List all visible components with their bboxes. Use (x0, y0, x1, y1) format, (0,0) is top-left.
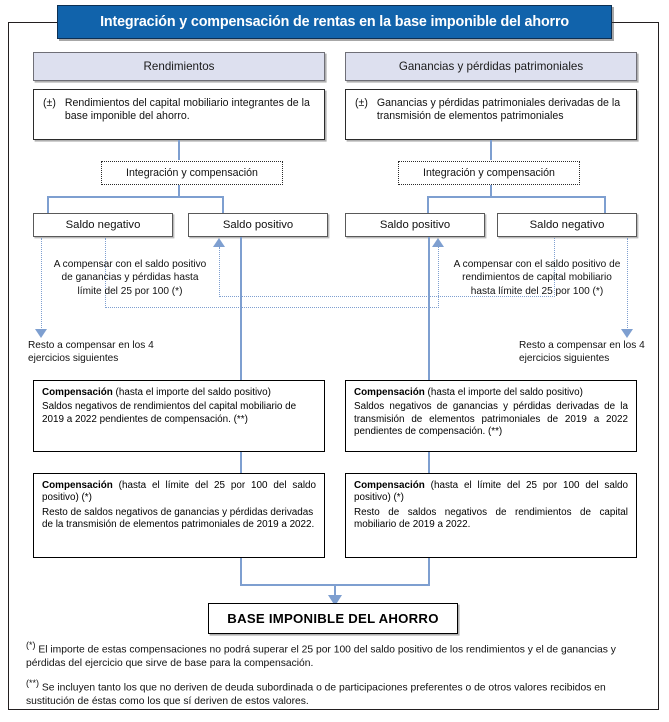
left-comp1-bold: Compensación (42, 387, 113, 398)
arrow-left-positivo-in (213, 238, 225, 247)
arrow-left-neg-resto (35, 329, 47, 338)
right-compensacion-box-2: Compensación (hasta el límite del 25 por… (345, 473, 637, 558)
footnote-two-marker: (**) (26, 677, 39, 688)
right-comp1-bold: Compensación (354, 387, 425, 398)
arrow-right-neg-resto (621, 329, 633, 338)
result-box: BASE IMPONIBLE DEL AHORRO (208, 603, 458, 634)
left-saldo-negativo: Saldo negativo (33, 213, 173, 237)
left-process-box: Integración y compensación (101, 161, 283, 185)
connector-left-split (47, 196, 223, 198)
arrow-right-positivo-in (432, 238, 444, 247)
left-saldo-positivo: Saldo positivo (188, 213, 328, 237)
connector-left-split-positivo (222, 196, 224, 213)
left-intro-text: Rendimientos del capital mobiliario inte… (64, 97, 310, 123)
footnotes: (*) El importe de estas compensaciones n… (26, 640, 643, 709)
right-comp1-body: Saldos negativos de ganancias y pérdidas… (354, 401, 628, 437)
left-comp2-body: Resto de saldos negativos de ganancias y… (42, 506, 315, 530)
connector-left-split-negativo (47, 196, 49, 213)
left-comp2-head-rest: (hasta el límite del 25 por 100 del sald… (42, 480, 316, 504)
left-intro-box: (±) Rendimientos del capital mobiliario … (33, 89, 325, 140)
right-intro-marker: (±) (355, 97, 368, 109)
left-column-header: Rendimientos (33, 52, 325, 81)
footnote-one-marker: (*) (26, 640, 36, 650)
connector-left-neg-cross-up (438, 247, 439, 308)
right-saldo-positivo: Saldo positivo (345, 213, 485, 237)
right-comp2-head-rest: (hasta el límite del 25 por 100 del sald… (354, 480, 628, 504)
footnote-two: (**) Se incluyen tanto los que no derive… (26, 678, 643, 709)
left-comp2-bold: Compensación (42, 480, 113, 491)
connector-right-neg-cross-up (219, 247, 220, 297)
connector-right-neg-cross-across (219, 296, 555, 297)
left-note-resto: Resto a compensar en los 4 ejercicios si… (28, 340, 154, 365)
connector-right-intro-process (490, 140, 492, 160)
footnote-one-text: El importe de estas compensaciones no po… (26, 644, 616, 670)
arrow-to-result (328, 595, 342, 606)
left-intro-marker: (±) (43, 97, 56, 109)
right-note-resto: Resto a compensar en los 4 ejercicios si… (519, 340, 645, 365)
connector-left-neg-cross-across (105, 307, 439, 308)
connector-right-process-down (490, 185, 492, 197)
left-compensacion-box-2: Compensación (hasta el límite del 25 por… (33, 473, 325, 558)
left-comp1-body: Saldos negativos de rendimientos del cap… (42, 401, 297, 425)
right-comp1-head-rest: (hasta el importe del saldo positivo) (427, 387, 583, 398)
page-title: Integración y compensación de rentas en … (57, 5, 612, 39)
right-saldo-negativo: Saldo negativo (497, 213, 637, 237)
right-compensacion-box-1: Compensación (hasta el importe del saldo… (345, 380, 637, 452)
right-process-box: Integración y compensación (398, 161, 580, 185)
left-compensacion-box-1: Compensación (hasta el importe del saldo… (33, 380, 325, 452)
connector-right-split (427, 196, 605, 198)
connector-left-neg-cross-down (105, 238, 106, 308)
left-comp1-head-rest: (hasta el importe del saldo positivo) (115, 387, 271, 398)
connector-right-split-positivo (427, 196, 429, 213)
left-note-compensar: A compensar con el saldo positivo de gan… (53, 259, 207, 297)
connector-right-neg-resto (627, 238, 628, 330)
footnote-one: (*) El importe de estas compensaciones n… (26, 640, 643, 671)
connector-merge-down (334, 584, 336, 596)
connector-left-neg-resto (41, 238, 42, 330)
right-comp2-body: Resto de saldos negativos de rendimiento… (354, 506, 628, 530)
right-comp2-bold: Compensación (354, 480, 425, 491)
connector-left-process-down (178, 185, 180, 197)
connector-right-neg-cross-down (554, 238, 555, 297)
right-intro-box: (±) Ganancias y pérdidas patrimoniales d… (345, 89, 637, 140)
right-column-header: Ganancias y pérdidas patrimoniales (345, 52, 637, 81)
right-note-compensar: A compensar con el saldo positivo de ren… (453, 259, 621, 297)
right-intro-text: Ganancias y pérdidas patrimoniales deriv… (376, 97, 621, 123)
footnote-two-text: Se incluyen tanto los que no deriven de … (26, 682, 606, 707)
connector-left-intro-process (178, 140, 180, 160)
connector-right-split-negativo (604, 196, 606, 213)
